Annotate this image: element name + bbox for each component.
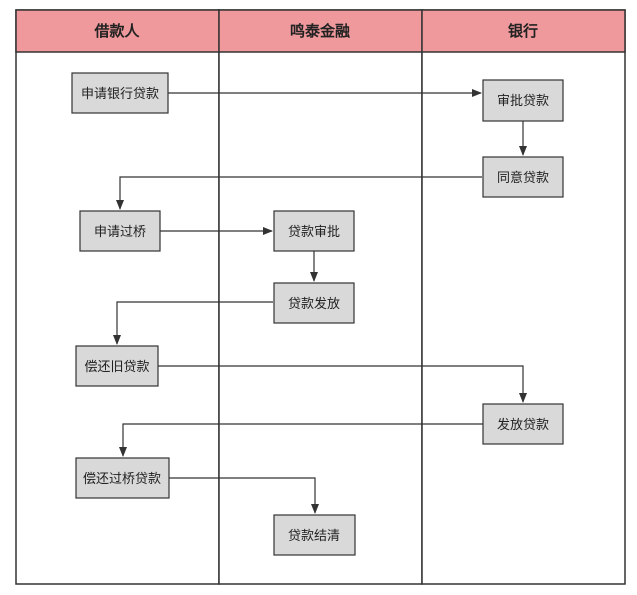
step-apply-bridge: 申请过桥 [79,210,161,252]
step-loan-review-label: 贷款审批 [288,225,340,240]
lane-title-bank: 银行 [508,22,538,40]
process-boxes: 申请银行贷款 审批贷款 同意贷款 申请过桥 贷款审批 贷款发放 偿还旧贷款 [71,72,564,556]
step-approve-loan-label: 审批贷款 [497,94,549,109]
step-agree-loan-label: 同意贷款 [497,170,549,186]
lane-title-borrower: 借款人 [93,22,140,40]
step-agree-loan: 同意贷款 [482,156,564,198]
arrow-agree-to-bridge [116,176,482,210]
step-loan-disburse-label: 贷款发放 [288,296,340,312]
step-loan-disburse: 贷款发放 [273,282,355,324]
step-approve-loan: 审批贷款 [482,79,564,122]
step-repay-bridge-loan: 偿还过桥贷款 [75,457,170,499]
step-apply-bank-loan-label: 申请银行贷款 [81,87,159,102]
step-repay-old-loan-label: 偿还旧贷款 [84,360,149,375]
arrow-repay-bridge-to-settle [169,477,319,514]
lane-header-bank [421,9,626,53]
step-loan-settle: 贷款结清 [273,514,356,556]
lane-title-mingtai: 鸣泰金融 [290,22,350,40]
step-loan-review: 贷款审批 [273,210,355,252]
arrow-disburse-to-repay-old [113,301,273,345]
step-repay-bridge-loan-label: 偿还过桥贷款 [83,472,161,487]
arrow-repay-old-to-issue [158,365,527,403]
step-apply-bank-loan: 申请银行贷款 [71,72,169,114]
step-repay-old-loan: 偿还旧贷款 [75,345,159,387]
step-apply-bridge-label: 申请过桥 [94,225,146,240]
arrow-issue-to-repay-bridge [119,423,483,457]
step-issue-loan-label: 发放贷款 [497,417,549,433]
step-issue-loan: 发放贷款 [482,403,564,445]
connectors [113,89,527,514]
lane-header-mingtai [218,9,423,53]
step-loan-settle-label: 贷款结清 [288,529,340,544]
